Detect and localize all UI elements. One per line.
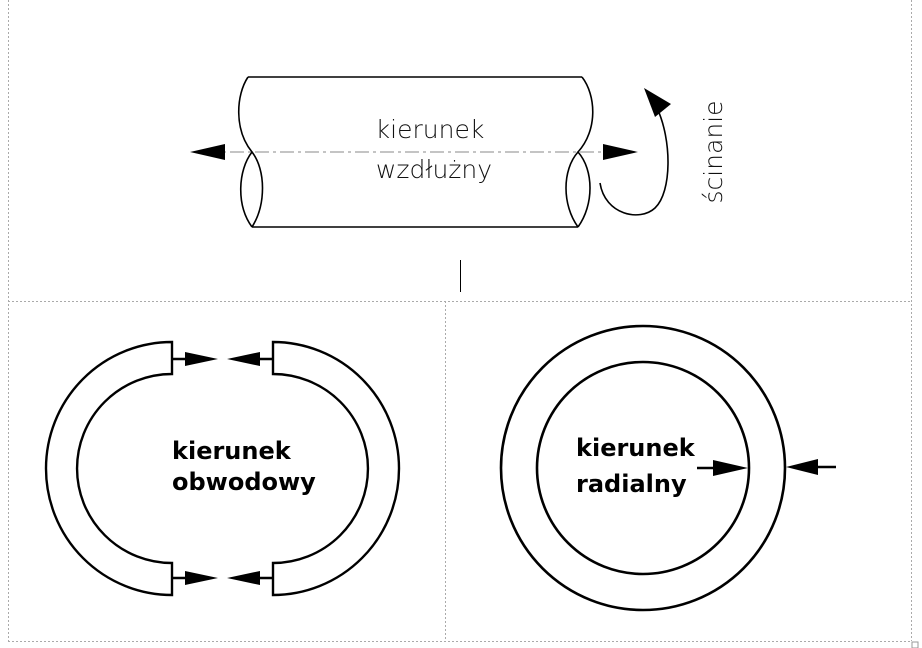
longitudinal-label-line1: kierunek [376,115,485,144]
arrow-right-icon [603,144,638,160]
shear-label: ścinanie [699,100,728,203]
resize-handle[interactable] [911,641,919,648]
shear-arrowhead-icon [644,88,671,117]
arrow-right-icon [713,460,748,476]
arrow-left-icon [227,571,260,585]
shear-rotation-arrow [599,107,669,216]
outer-ring [499,324,787,612]
longitudinal-label-line2: wzdłużny [376,155,492,184]
arrow-right-icon [185,352,218,366]
inner-ring [535,360,751,576]
frame-lines [8,0,912,642]
arrow-left-icon [227,352,260,366]
arrow-left-icon [786,459,818,475]
arrow-right-icon [185,571,218,585]
cylinder [237,76,594,228]
circumferential-label-line1: kierunek [172,437,292,465]
circumferential-label-line2: obwodowy [172,468,316,496]
arrow-left-icon [190,144,225,160]
radial-label-line1: kierunek [576,434,696,462]
radial-label-line2: radialny [576,470,687,498]
